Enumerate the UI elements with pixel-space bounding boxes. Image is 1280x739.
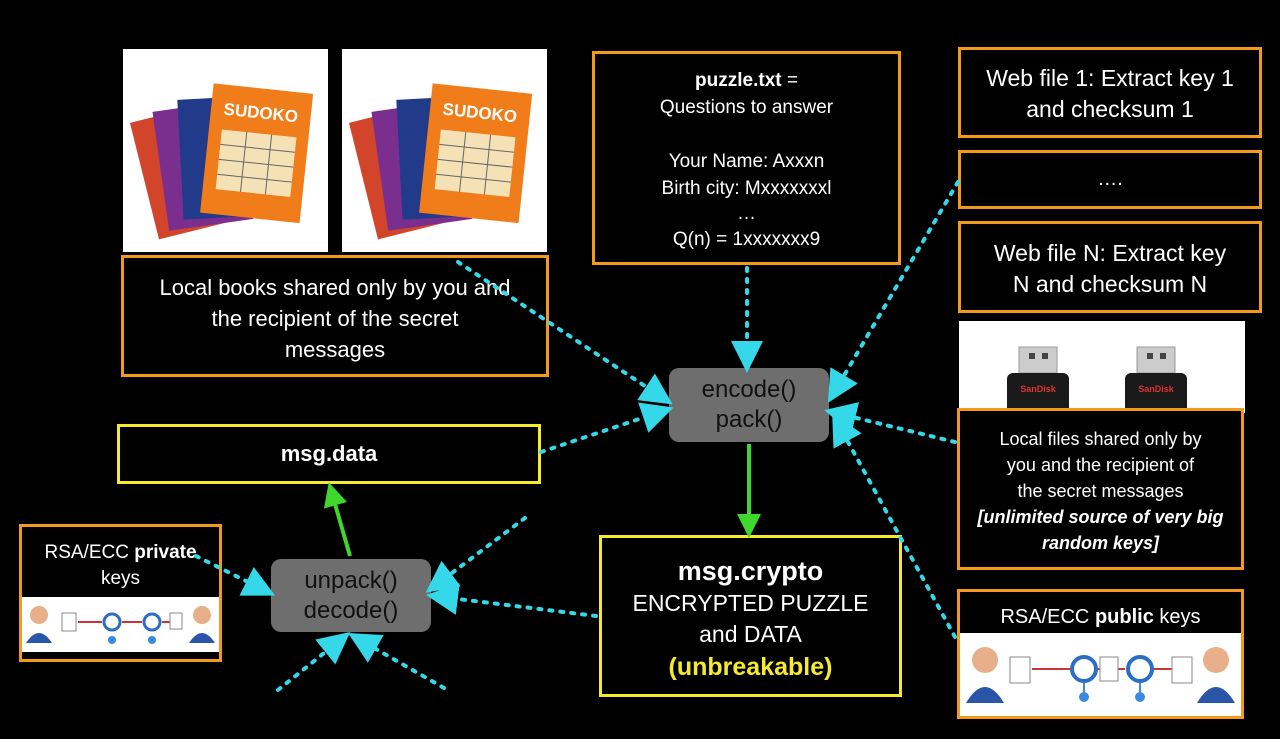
arrow-lowerleft-to-decode: [276, 631, 351, 692]
unpack-decode-node: unpack() decode(): [271, 559, 431, 632]
private-key-diagram-image: [22, 597, 219, 652]
local-files-line-2: you and the recipient of: [1006, 455, 1195, 475]
msg-crypto-line-2: ENCRYPTED PUZZLE: [632, 590, 869, 616]
arrow-upper-to-decode: [425, 516, 527, 593]
local-books-line-2: the recipient of the secret: [211, 306, 459, 331]
msg-crypto-title: msg.crypto: [677, 556, 824, 586]
local-files-box: Local files shared only by you and the r…: [957, 408, 1244, 570]
private-keys-bold: private: [134, 542, 197, 563]
encryption-diagram-icon: [966, 647, 1235, 703]
usb-brand: SanDisk: [1138, 384, 1175, 394]
local-files-line-5: random keys]: [1041, 533, 1160, 553]
msg-crypto-line-3: and DATA: [699, 621, 802, 647]
arrow-localfiles-to-encode: [824, 402, 957, 444]
decode-label: decode(): [303, 596, 399, 624]
unpack-label: unpack(): [304, 566, 398, 594]
usb-drives-image: SanDisk SanDisk: [959, 321, 1245, 413]
private-keys-prefix: RSA/ECC: [44, 542, 135, 563]
arrow-decode-to-msgdata: [323, 482, 352, 557]
local-files-line-1: Local files shared only by: [999, 429, 1202, 449]
puzzle-qn: Q(n) = 1xxxxxxx9: [672, 229, 821, 250]
web-file-1-line-2: and checksum 1: [1026, 96, 1194, 122]
public-keys-prefix: RSA/ECC: [1000, 606, 1095, 628]
arrow-crypto-to-decode: [426, 583, 598, 618]
web-file-middle-box: ….: [958, 150, 1262, 209]
books-image-2: SUDOKO: [342, 49, 547, 252]
local-files-line-3: the secret messages: [1017, 481, 1184, 501]
local-files-line-4: [unlimited source of very big: [977, 507, 1224, 527]
msg-crypto-box: msg.crypto ENCRYPTED PUZZLE and DATA (un…: [599, 535, 902, 697]
usb-brand: SanDisk: [1020, 384, 1057, 394]
encode-label: encode(): [701, 376, 797, 403]
local-books-box: Local books shared only by you and the r…: [121, 255, 549, 377]
msg-data-label: msg.data: [280, 441, 378, 466]
web-file-1-line-1: Web file 1: Extract key 1: [986, 65, 1234, 91]
puzzle-equals: =: [781, 70, 798, 91]
puzzle-city: Birth city: Mxxxxxxxl: [661, 178, 832, 199]
web-file-n-box: Web file N: Extract key N and checksum N: [958, 221, 1262, 313]
private-keys-line-2: keys: [100, 568, 141, 589]
arrow-lowerright-to-decode: [348, 633, 446, 690]
local-books-line-3: messages: [284, 337, 386, 362]
local-books-line-1: Local books shared only by you and: [159, 275, 511, 300]
web-file-n-line-2: N and checksum N: [1012, 271, 1208, 297]
puzzle-filename: puzzle.txt: [695, 70, 782, 91]
public-key-diagram-image: [960, 633, 1241, 716]
puzzle-box: puzzle.txt = Questions to answer Your Na…: [592, 51, 901, 265]
public-keys-suffix: keys: [1153, 606, 1201, 628]
web-file-1-box: Web file 1: Extract key 1 and checksum 1: [958, 47, 1262, 138]
public-keys-bold: public: [1094, 606, 1154, 628]
msg-crypto-unbreakable: (unbreakable): [668, 653, 833, 681]
puzzle-questions: Questions to answer: [659, 97, 834, 118]
web-file-n-line-1: Web file N: Extract key: [993, 240, 1227, 266]
arrow-msgdata-to-encode: [539, 402, 674, 454]
sudoku-books-icon: SUDOKO: [129, 83, 314, 240]
books-image-1: SUDOKO: [123, 49, 328, 252]
sudoku-books-icon: SUDOKO: [348, 83, 533, 240]
encode-pack-node: encode() pack(): [669, 368, 829, 442]
msg-data-box: msg.data: [117, 424, 541, 484]
usb-drive-icon: SanDisk SanDisk: [1007, 346, 1187, 413]
puzzle-dots: …: [737, 203, 756, 224]
web-file-ellipsis: ….: [1097, 168, 1123, 190]
pack-label: pack(): [715, 406, 783, 433]
encryption-diagram-icon: [26, 606, 215, 644]
puzzle-name: Your Name: Axxxn: [668, 151, 825, 172]
